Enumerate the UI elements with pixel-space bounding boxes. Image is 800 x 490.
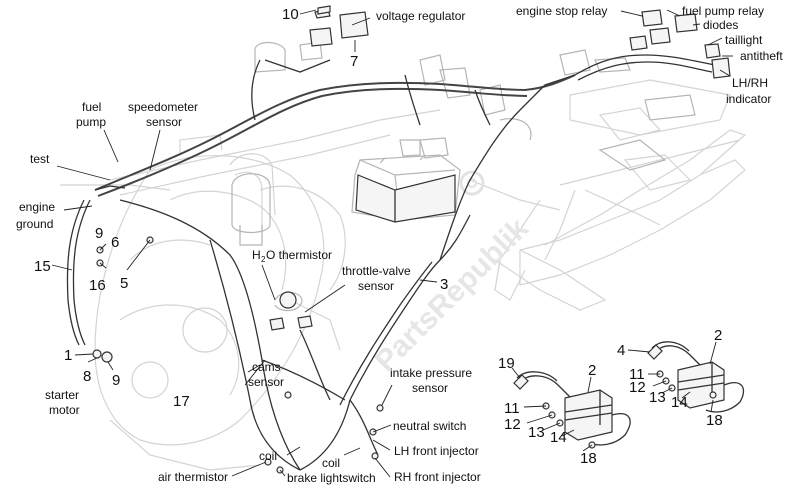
- label-fuel-pump-relay: fuel pump relay: [682, 4, 764, 18]
- watermark: PartsRepublik: [369, 212, 535, 378]
- label-12-left: 12: [504, 416, 521, 433]
- label-coil-right: coil: [322, 456, 340, 470]
- label-9-top: 9: [95, 225, 103, 242]
- label-12-right: 12: [629, 379, 646, 396]
- label-h2o-thermistor-o: O thermistor: [266, 248, 332, 262]
- label-brake-lightswitch: brake lightswitch: [287, 471, 376, 485]
- wiring-harness: [66, 54, 716, 471]
- label-13-left: 13: [528, 424, 545, 441]
- labels: 10 voltage regulator 7 engine stop relay…: [16, 4, 783, 485]
- label-11-left: 11: [504, 400, 520, 417]
- label-1: 1: [64, 347, 72, 364]
- label-throttle-valve-1: throttle-valve: [342, 264, 411, 278]
- label-lh-front-injector: LH front injector: [394, 444, 479, 458]
- label-cams-sensor-2: sensor: [248, 375, 284, 389]
- label-throttle-valve-2: sensor: [358, 279, 394, 293]
- label-coil-left: coil: [259, 449, 277, 463]
- label-h2o-thermistor-h: H: [252, 248, 261, 262]
- label-11-right: 11: [629, 366, 645, 383]
- label-18-left: 18: [580, 450, 597, 467]
- label-diodes: diodes: [703, 18, 738, 32]
- label-15: 15: [34, 258, 51, 275]
- label-engine-stop-relay: engine stop relay: [516, 4, 607, 18]
- leader-lines: [51, 9, 733, 478]
- label-2-right: 2: [714, 327, 722, 344]
- ignition-coil-right: [647, 341, 745, 413]
- label-taillight: taillight: [725, 33, 763, 47]
- label-test: test: [30, 152, 50, 166]
- ignition-coil-left: [513, 371, 631, 449]
- label-air-thermistor: air thermistor: [158, 470, 228, 484]
- label-starter-motor-2: motor: [49, 403, 80, 417]
- label-7: 7: [350, 53, 358, 70]
- label-fuel-pump-2: pump: [76, 115, 106, 129]
- label-h2o-thermistor-2: 2: [261, 255, 266, 264]
- label-14-left: 14: [550, 429, 567, 446]
- label-16: 16: [89, 277, 106, 294]
- label-9-bottom: 9: [112, 372, 120, 389]
- label-17: 17: [173, 393, 190, 410]
- label-10: 10: [282, 6, 299, 23]
- label-3: 3: [440, 276, 448, 293]
- label-intake-pressure-2: sensor: [412, 381, 448, 395]
- label-8: 8: [83, 368, 91, 385]
- label-13-right: 13: [649, 389, 666, 406]
- label-cams-sensor-1: cams: [252, 360, 281, 374]
- label-lhrh-indicator-1: LH/RH: [732, 76, 768, 90]
- label-lhrh-indicator-2: indicator: [726, 92, 771, 106]
- label-14-right: 14: [671, 394, 688, 411]
- label-speedometer-2: sensor: [146, 115, 182, 129]
- watermark-gear-icon: [459, 170, 485, 196]
- label-4: 4: [617, 342, 625, 359]
- label-fuel-pump-1: fuel: [82, 100, 101, 114]
- label-18-right: 18: [706, 412, 723, 429]
- label-starter-motor-1: starter: [45, 388, 79, 402]
- label-neutral-switch: neutral switch: [393, 419, 466, 433]
- label-5: 5: [120, 275, 128, 292]
- label-speedometer-1: speedometer: [128, 100, 198, 114]
- label-antitheft: antitheft: [740, 49, 783, 63]
- label-engine-ground-2: ground: [16, 217, 53, 231]
- label-engine-ground-1: engine: [19, 200, 55, 214]
- label-6: 6: [111, 234, 119, 251]
- label-rh-front-injector: RH front injector: [394, 470, 481, 484]
- label-2-left: 2: [588, 362, 596, 379]
- label-intake-pressure-1: intake pressure: [390, 366, 472, 380]
- label-voltage-regulator: voltage regulator: [376, 9, 465, 23]
- label-19: 19: [498, 355, 515, 372]
